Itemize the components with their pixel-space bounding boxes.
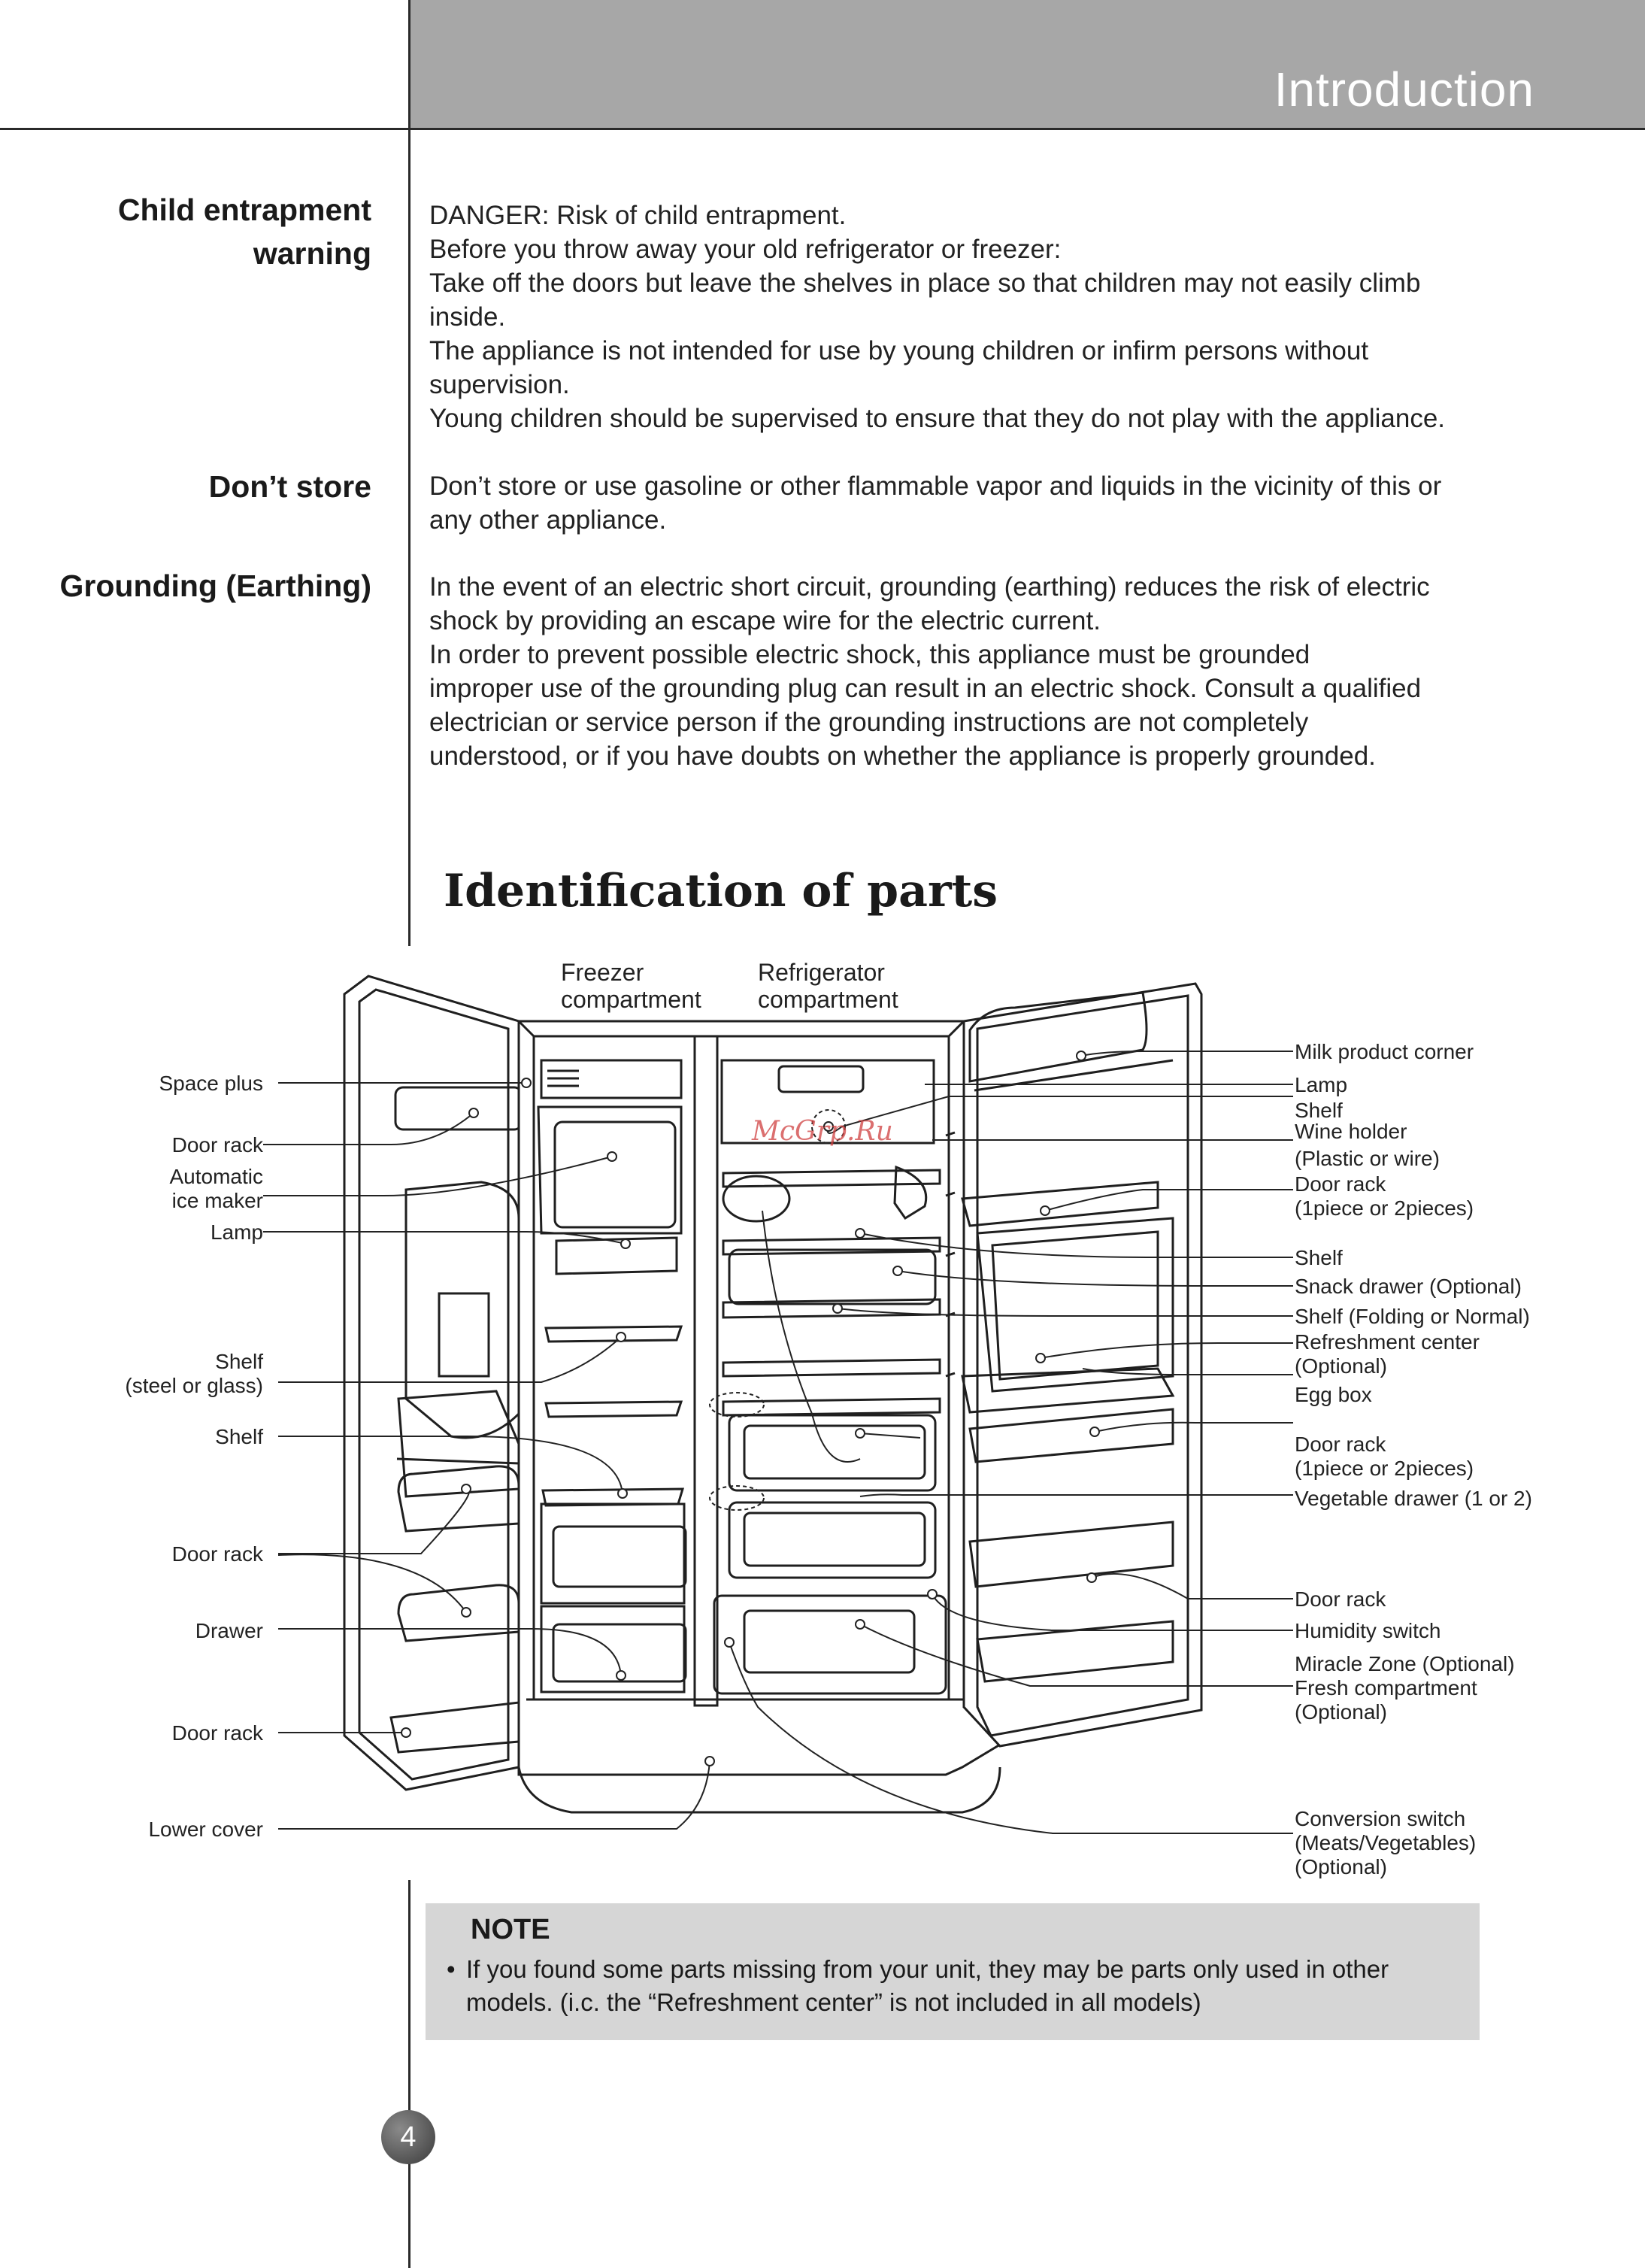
- dont-store-text: Don’t store or use gasoline or other fla…: [429, 469, 1497, 537]
- text-line: DANGER: Risk of child entrapment.: [429, 199, 1497, 232]
- part-label: Fresh compartment: [1295, 1676, 1477, 1699]
- part-label: (Optional): [1295, 1354, 1387, 1378]
- watermark: McGrp.Ru: [751, 1116, 893, 1147]
- text-line: electrician or service person if the gro…: [429, 705, 1497, 739]
- text-line: In the event of an electric short circui…: [429, 570, 1497, 604]
- parts-title: Identification of parts: [444, 865, 998, 917]
- part-label: Wine holder: [1295, 1120, 1407, 1143]
- part-label: Door rack: [1295, 1172, 1386, 1196]
- text-line: any other appliance.: [429, 503, 1497, 537]
- freezer-compartment-label: compartment: [561, 986, 701, 1013]
- part-label: Lower cover: [148, 1818, 263, 1841]
- heading-line: Grounding (Earthing): [0, 564, 371, 608]
- part-label: Shelf: [1295, 1099, 1343, 1122]
- note-text: •If you found some parts missing from yo…: [447, 1953, 1469, 2019]
- part-label: (1piece or 2pieces): [1295, 1457, 1474, 1480]
- heading-line: Don’t store: [0, 465, 371, 508]
- part-label: Shelf: [215, 1425, 263, 1448]
- part-label: Door rack: [1295, 1587, 1386, 1611]
- heading-child-entrapment: Child entrapment warning: [0, 188, 371, 275]
- part-label: Conversion switch: [1295, 1807, 1465, 1830]
- note-line-text: If you found some parts missing from you…: [466, 1955, 1389, 1983]
- refrigerator-compartment-label: Refrigerator: [758, 959, 885, 986]
- text-line: Before you throw away your old refrigera…: [429, 232, 1497, 266]
- part-label: Door rack: [172, 1721, 264, 1745]
- text-line: shock by providing an escape wire for th…: [429, 604, 1497, 638]
- refrigerator-parts-diagram: Freezer compartment Refrigerator compart…: [0, 948, 1645, 1895]
- part-label: Miracle Zone (Optional): [1295, 1652, 1515, 1675]
- refrigerator-illustration: [344, 976, 1201, 1812]
- text-line: inside.: [429, 300, 1497, 334]
- heading-line: Child entrapment: [0, 188, 371, 232]
- part-label: Space plus: [159, 1072, 263, 1095]
- part-label: Door rack: [1295, 1433, 1386, 1456]
- grounding-text: In the event of an electric short circui…: [429, 570, 1497, 773]
- heading-grounding: Grounding (Earthing): [0, 564, 371, 608]
- text-line: In order to prevent possible electric sh…: [429, 638, 1497, 672]
- part-label: Refreshment center: [1295, 1330, 1480, 1354]
- part-label: Shelf (Folding or Normal): [1295, 1305, 1530, 1328]
- left-part-labels: Space plus Door rack Automatic ice maker…: [125, 1072, 264, 1841]
- part-label: Lamp: [211, 1220, 263, 1244]
- part-label: Vegetable drawer (1 or 2): [1295, 1487, 1532, 1510]
- text-line: supervision.: [429, 368, 1497, 402]
- column-divider-top: [408, 0, 410, 946]
- part-label: Shelf: [215, 1350, 263, 1373]
- page-section-title: Introduction: [1274, 62, 1534, 117]
- part-label: (Meats/Vegetables): [1295, 1831, 1476, 1854]
- part-label: (Plastic or wire): [1295, 1147, 1440, 1170]
- heading-line: warning: [0, 232, 371, 275]
- part-label: Milk product corner: [1295, 1040, 1474, 1063]
- part-label: Egg box: [1295, 1383, 1372, 1406]
- header-divider: [0, 128, 1645, 130]
- part-label: Door rack: [172, 1133, 264, 1157]
- part-label: Humidity switch: [1295, 1619, 1441, 1642]
- note-line: •If you found some parts missing from yo…: [447, 1953, 1469, 1986]
- part-label: Automatic: [170, 1165, 264, 1188]
- column-divider-bottom: [408, 1880, 410, 2268]
- part-label: (Optional): [1295, 1700, 1387, 1724]
- text-line: Take off the doors but leave the shelves…: [429, 266, 1497, 300]
- note-box: NOTE •If you found some parts missing fr…: [426, 1903, 1480, 2040]
- text-line: The appliance is not intended for use by…: [429, 334, 1497, 368]
- part-label: Lamp: [1295, 1073, 1347, 1096]
- heading-dont-store: Don’t store: [0, 465, 371, 508]
- part-label: Drawer: [195, 1619, 263, 1642]
- freezer-compartment-label: Freezer: [561, 959, 644, 986]
- part-label: Door rack: [172, 1542, 264, 1566]
- part-label: (steel or glass): [125, 1374, 263, 1397]
- child-entrapment-text: DANGER: Risk of child entrapment. Before…: [429, 199, 1497, 435]
- text-line: Young children should be supervised to e…: [429, 402, 1497, 435]
- text-line: understood, or if you have doubts on whe…: [429, 739, 1497, 773]
- refrigerator-compartment-label: compartment: [758, 986, 898, 1013]
- note-line: models. (i.c. the “Refreshment center” i…: [447, 1986, 1469, 2019]
- text-line: Don’t store or use gasoline or other fla…: [429, 469, 1497, 503]
- page-number: 4: [381, 2110, 435, 2164]
- bullet-icon: •: [447, 1953, 466, 1986]
- note-line-text: models. (i.c. the “Refreshment center” i…: [466, 1988, 1201, 2016]
- text-line: improper use of the grounding plug can r…: [429, 672, 1497, 705]
- right-part-labels: Milk product corner Lamp Shelf Wine hold…: [1295, 1040, 1532, 1878]
- part-label: (1piece or 2pieces): [1295, 1196, 1474, 1220]
- part-label: (Optional): [1295, 1855, 1387, 1878]
- part-label: ice maker: [172, 1189, 263, 1212]
- part-label: Shelf: [1295, 1246, 1343, 1269]
- note-title: NOTE: [471, 1914, 550, 1946]
- part-label: Snack drawer (Optional): [1295, 1275, 1522, 1298]
